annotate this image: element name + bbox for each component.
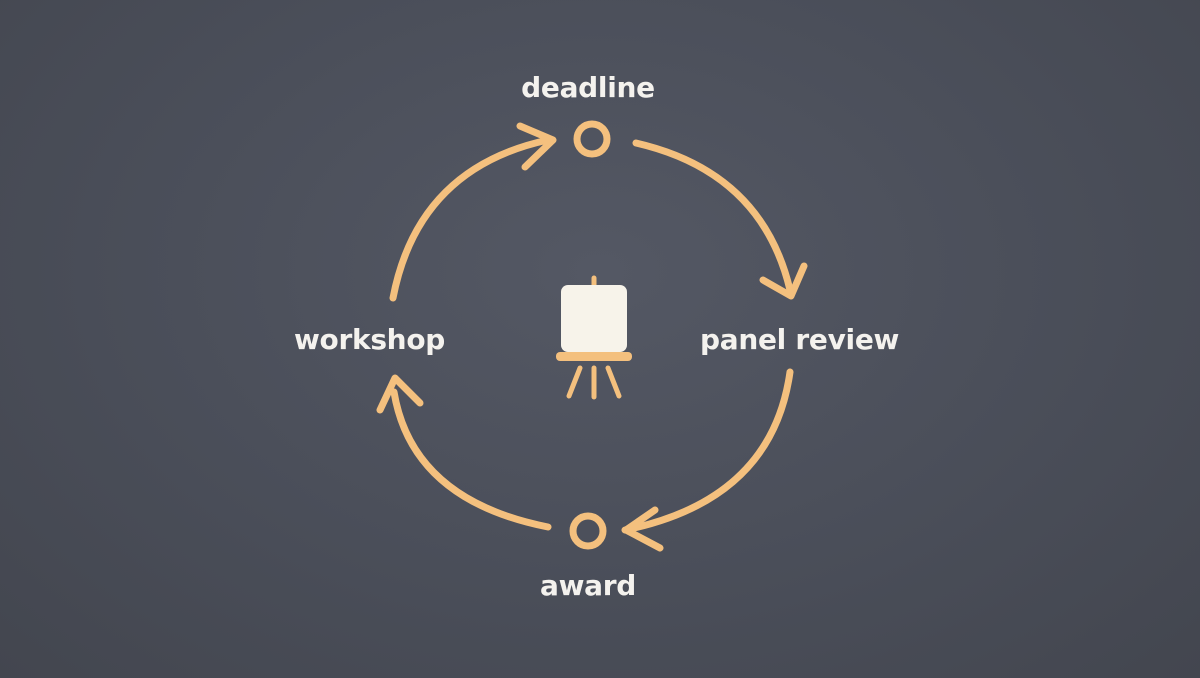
arrowhead-panel-review: [759, 262, 808, 300]
arrowhead-workshop: [376, 374, 424, 414]
stage-label-workshop: workshop: [293, 323, 445, 356]
arrowhead-deadline: [516, 122, 557, 171]
node-deadline: [573, 120, 611, 158]
node-award: [569, 512, 607, 550]
stage-label-deadline: deadline: [521, 71, 655, 104]
arc-deadline-to-panel-review: [632, 139, 794, 294]
arrowhead-award: [622, 506, 664, 552]
easel-icon: [556, 275, 632, 400]
stage-label-panel-review: panel review: [700, 323, 900, 356]
stage-label-award: award: [539, 569, 637, 602]
arc-workshop-to-deadline: [389, 136, 552, 302]
arc-award-to-workshop: [390, 388, 552, 531]
arc-panel-review-to-award: [621, 368, 794, 534]
